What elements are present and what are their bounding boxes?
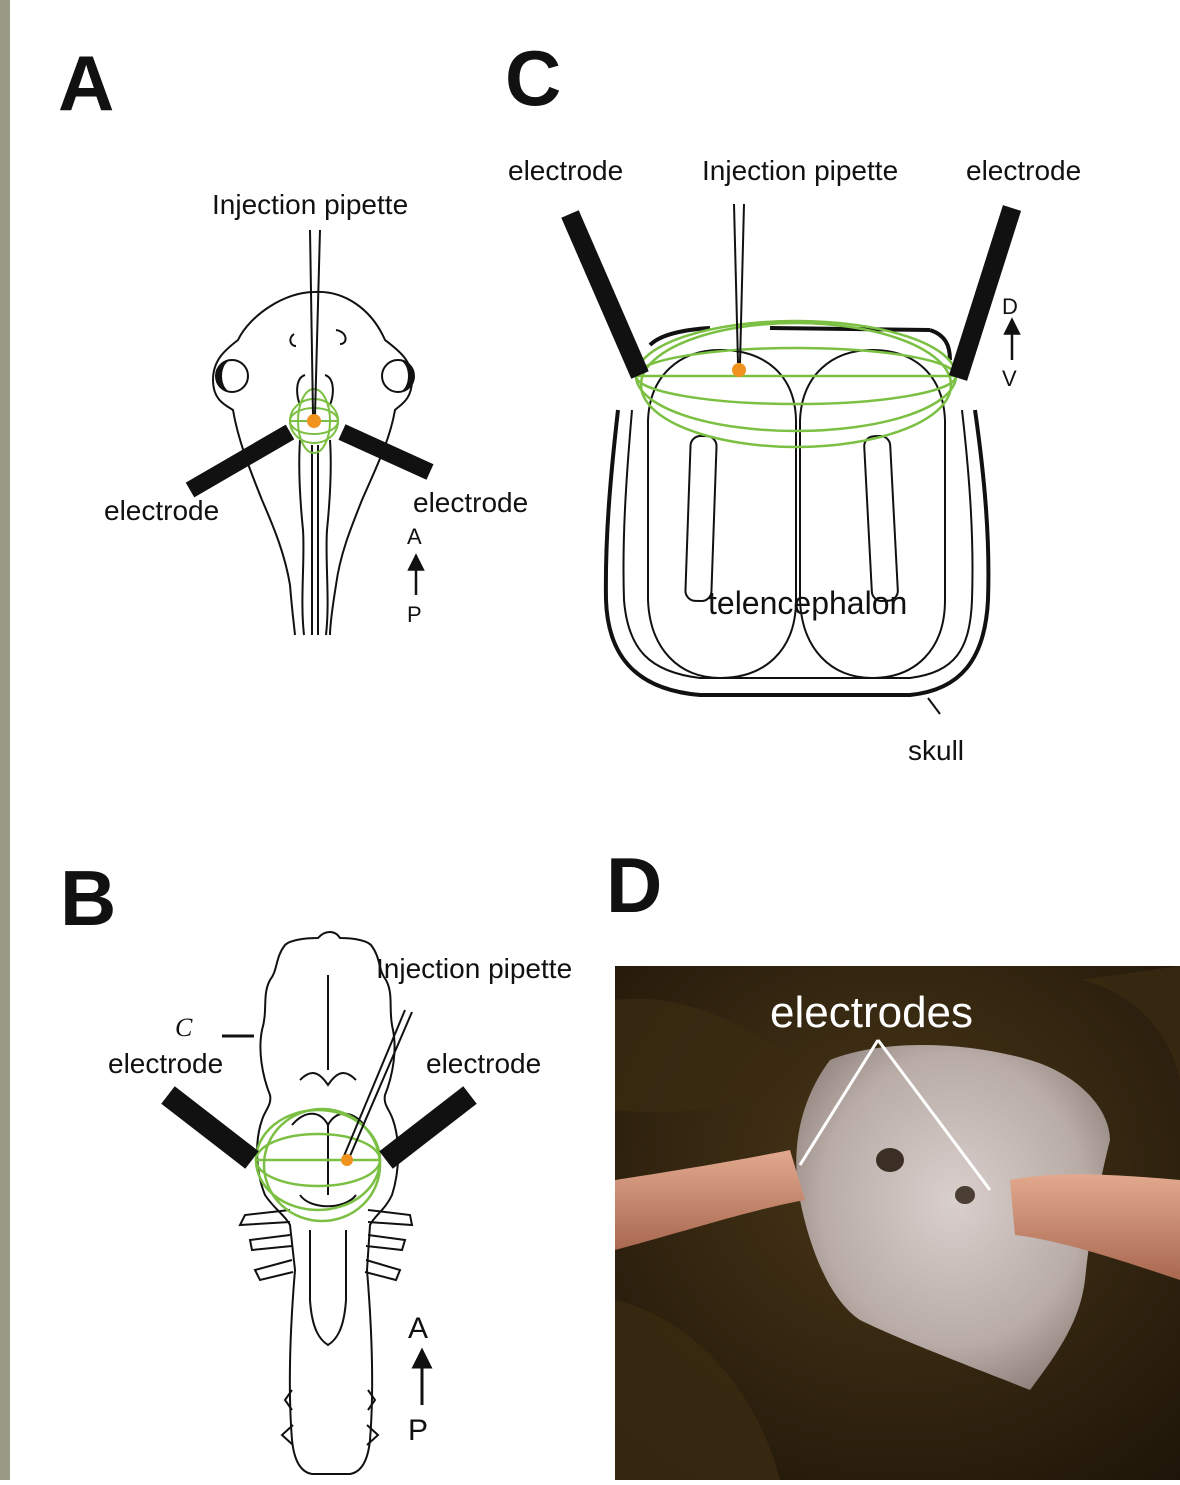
- ventricle-right-c: [864, 435, 899, 601]
- electrode-right-label-b: electrode: [426, 1048, 541, 1079]
- electrode-right-c: [958, 208, 1012, 378]
- panel-c: C electrode Injection pipette electrode: [505, 34, 1081, 766]
- electrode-left-label-a: electrode: [104, 495, 219, 526]
- injection-dot-c: [732, 363, 746, 377]
- skull-pointer-c: [928, 698, 940, 714]
- axis-top-c: D: [1002, 294, 1018, 319]
- axis-top-b: A: [408, 1312, 428, 1345]
- skull-label-c: skull: [908, 735, 964, 766]
- pipette-label-c: Injection pipette: [702, 155, 898, 186]
- section-marker-b: C: [175, 1013, 193, 1042]
- panel-letter-d: D: [606, 841, 662, 929]
- electrode-right-label-a: electrode: [413, 487, 528, 518]
- panel-a: A Injection pipette electrode electrode: [58, 39, 528, 635]
- left-border: [0, 0, 10, 1480]
- electrode-right-a: [342, 432, 430, 472]
- tissue-spot-2-d: [955, 1186, 975, 1204]
- photo-label-d: electrodes: [770, 988, 973, 1037]
- nostril-right-a: [336, 330, 346, 344]
- pipette-c-right: [740, 204, 744, 363]
- panel-b: B Injection pipette C electrode electrod…: [60, 854, 572, 1474]
- electrode-left-b: [168, 1095, 252, 1160]
- electrode-right-label-c: electrode: [966, 155, 1081, 186]
- region-label-c: telencephalon: [708, 585, 907, 621]
- electrode-left-c: [570, 214, 640, 375]
- injection-dot-a: [307, 414, 321, 428]
- nerve-roots-b: [240, 1210, 412, 1445]
- pipette-a-right: [315, 230, 320, 415]
- hemisphere-right-c: [800, 350, 945, 678]
- panel-letter-c: C: [505, 34, 561, 122]
- electrode-left-label-b: electrode: [108, 1048, 223, 1079]
- axis-bottom-c: V: [1002, 366, 1017, 391]
- pipette-label-a: Injection pipette: [212, 189, 408, 220]
- ventricle-left-c: [685, 436, 717, 602]
- nostril-left-a: [290, 334, 296, 346]
- skull-top-right-c: [770, 328, 930, 330]
- axis-top-a: A: [407, 524, 422, 549]
- hemisphere-left-c: [648, 350, 796, 678]
- skull-outline-c: [606, 410, 989, 695]
- tissue-spot-1-d: [876, 1148, 904, 1172]
- pipette-a-left: [310, 230, 313, 415]
- electrode-left-label-c: electrode: [508, 155, 623, 186]
- marker-ellipses-b: [256, 1109, 380, 1221]
- panel-letter-a: A: [58, 39, 114, 127]
- pipette-label-b: Injection pipette: [376, 953, 572, 984]
- skull-inner-c: [623, 410, 972, 678]
- axis-bottom-b: P: [408, 1414, 428, 1447]
- injection-dot-b: [341, 1154, 353, 1166]
- pipette-c-left: [734, 204, 738, 363]
- axis-bottom-a: P: [407, 602, 422, 627]
- panel-letter-b: B: [60, 854, 116, 942]
- electrode-right-b: [386, 1095, 470, 1160]
- panel-d: D electrodes: [606, 841, 1180, 1480]
